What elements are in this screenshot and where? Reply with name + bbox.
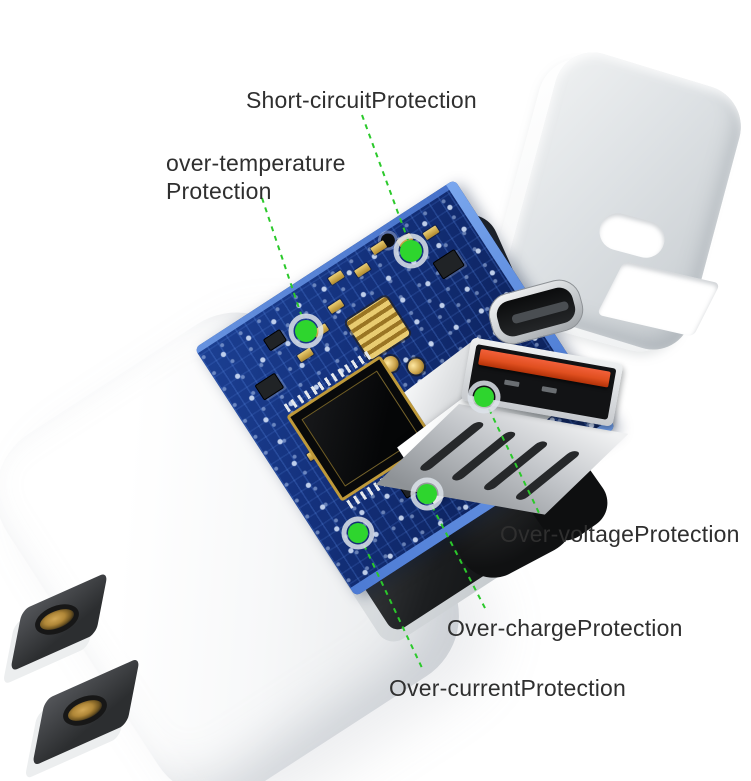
- callout-line1: over-temperature: [166, 150, 346, 176]
- plug-prong-bottom: [24, 657, 141, 780]
- usb-a-tongue: [478, 348, 611, 388]
- callout-over-voltage: Over-voltageProtection: [500, 521, 740, 547]
- usb-a-port: [375, 337, 631, 515]
- callout-over-charge: Over-chargeProtection: [447, 615, 683, 641]
- usb-a-contact: [541, 386, 558, 394]
- callout-over-temperature: over-temperature Protection: [166, 149, 346, 205]
- plug-prong-top: [2, 571, 108, 686]
- callout-short-circuit: Short-circuitProtection: [246, 87, 477, 113]
- usb-a-contact: [503, 379, 520, 388]
- callout-line2: Protection: [166, 178, 272, 204]
- callout-over-current: Over-currentProtection: [389, 675, 627, 701]
- usb-c-tongue: [511, 300, 570, 325]
